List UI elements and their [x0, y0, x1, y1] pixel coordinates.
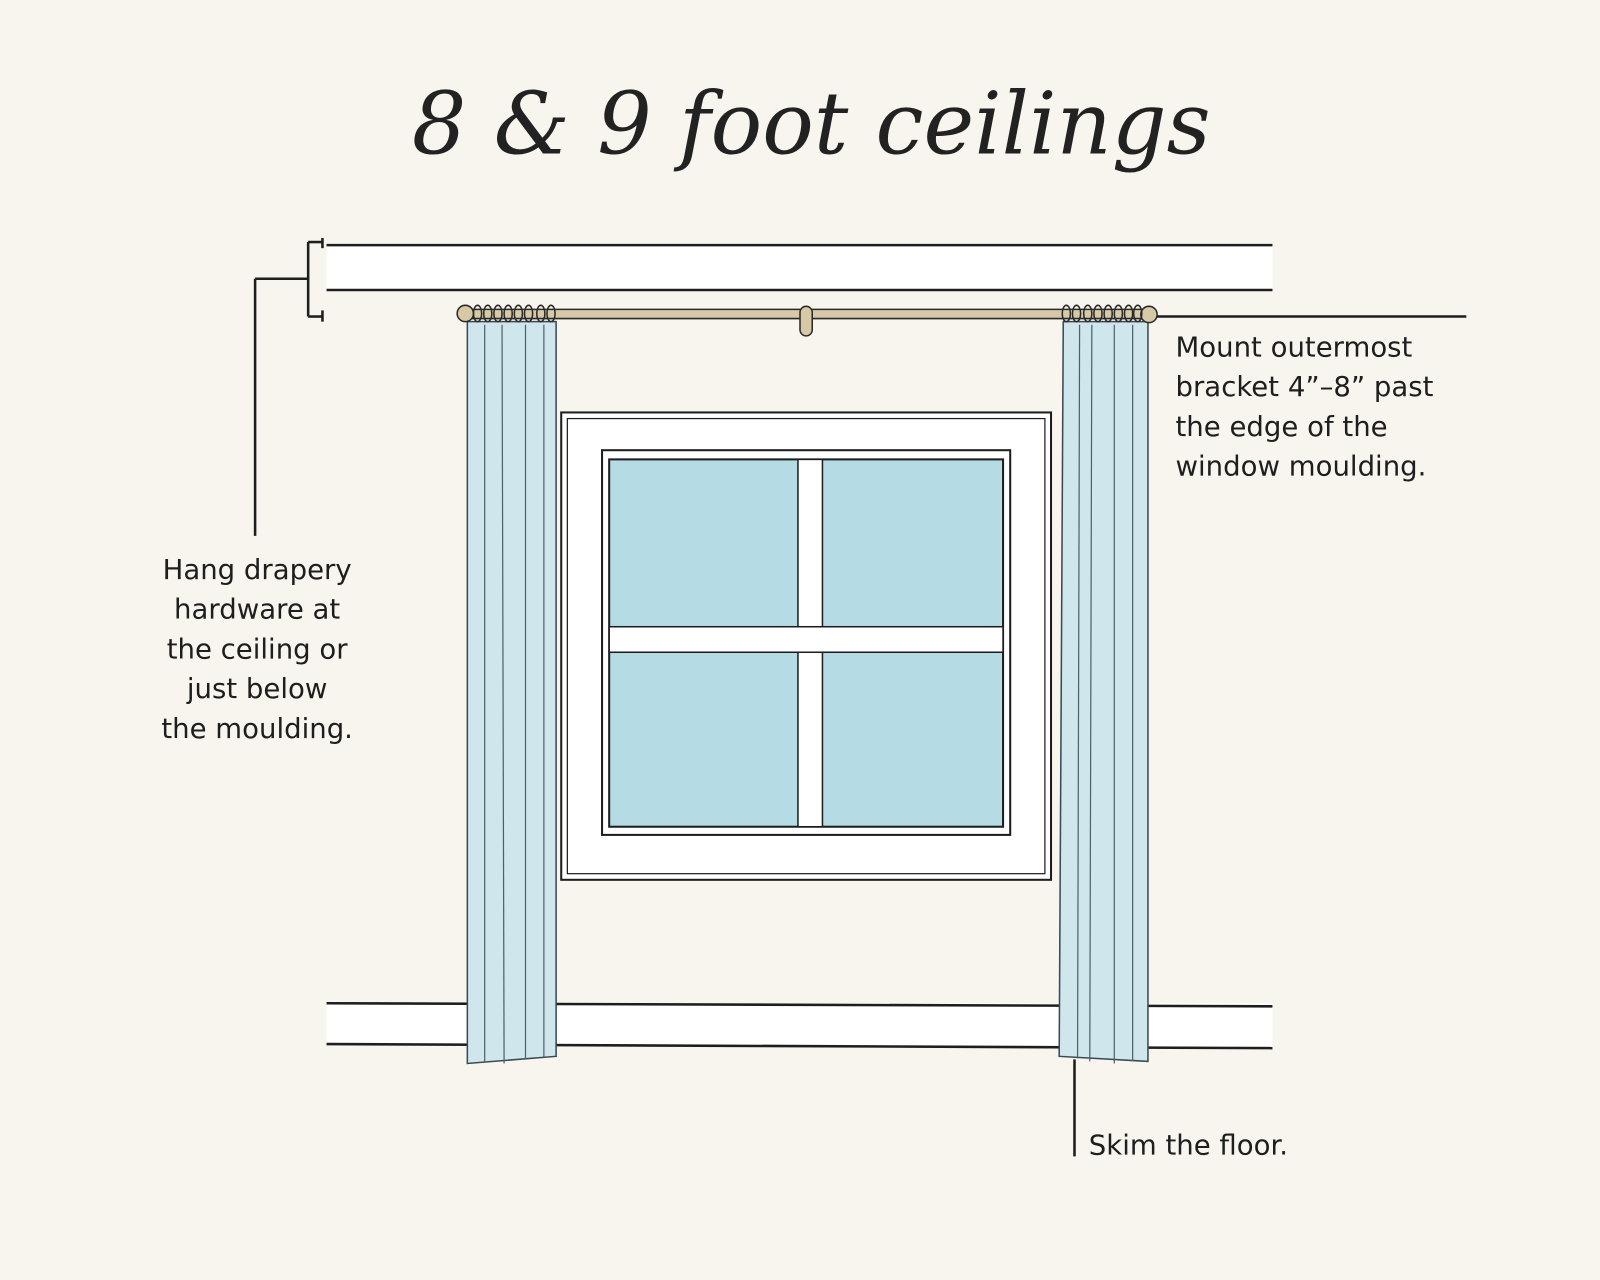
floor-annotation: Skim the floor.: [1089, 1129, 1288, 1161]
right-finial: [1140, 305, 1158, 324]
annotation-line: just below: [186, 673, 328, 705]
left-curtain: [466, 320, 557, 1065]
annotation-line: hardware at: [174, 594, 340, 626]
right-annotation: Mount outermost bracket 4”–8” past the e…: [1176, 331, 1434, 482]
ceiling-moulding: [326, 243, 1273, 292]
window: [560, 411, 1053, 881]
annotation-line: the moulding.: [161, 713, 353, 745]
height-bracket-callout: [253, 237, 324, 536]
left-finial: [456, 304, 475, 323]
left-annotation: Hang drapery hardware at the ceiling or …: [161, 554, 353, 745]
annotation-line: the ceiling or: [167, 633, 349, 665]
annotation-line: window moulding.: [1176, 451, 1427, 483]
right-curtain: [1058, 320, 1149, 1064]
center-bracket: [799, 305, 814, 337]
annotation-line: Hang drapery: [163, 554, 352, 586]
page-title: 8 & 9 foot ceilings: [412, 74, 1211, 174]
curtain-rod: [456, 304, 1158, 337]
curtain-rings: [472, 304, 1143, 323]
annotation-line: the edge of the: [1176, 411, 1388, 443]
annotation-line: bracket 4”–8” past: [1176, 371, 1434, 403]
annotation-line: Mount outermost: [1176, 331, 1413, 363]
